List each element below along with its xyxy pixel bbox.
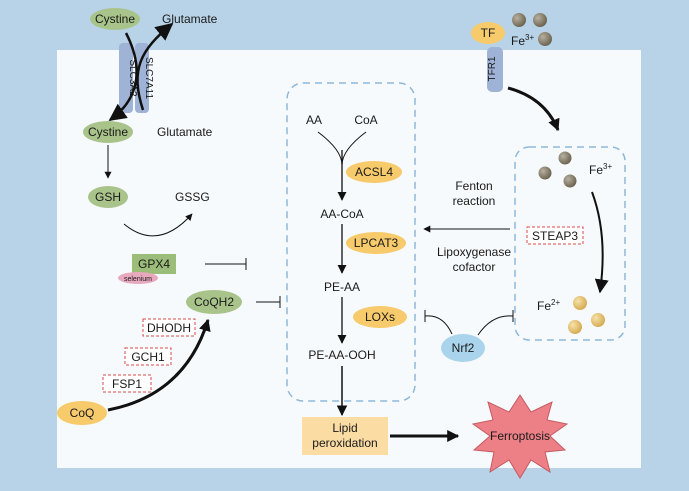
fe3-right-label: Fe3+ <box>589 162 612 177</box>
acsl4-label: ACSL4 <box>355 165 393 179</box>
nrf2-node <box>441 334 485 362</box>
nrf2-to-loxs-inhibition <box>424 315 453 335</box>
cystine-outside-node <box>90 8 140 30</box>
tfr1-receptor <box>487 47 503 92</box>
cystine-outside-label: Cystine <box>95 12 135 26</box>
tfr1-label: TFR1 <box>487 56 498 81</box>
selenium-node <box>118 272 158 284</box>
nrf2-label: Nrf2 <box>452 341 475 355</box>
fsp1-label: FSP1 <box>112 377 142 391</box>
tfr1-to-endosome-arrow <box>507 86 560 132</box>
glutamate-export-arrow <box>136 22 174 111</box>
dhodh-box <box>142 318 196 337</box>
cystine-inside-node <box>83 121 133 143</box>
endosome-fe3-ion-1 <box>538 166 552 180</box>
fe2-label: Fe2+ <box>537 298 560 313</box>
ferroptosis-burst <box>471 394 569 479</box>
loxs-label: LOXs <box>365 310 395 324</box>
tf-label: TF <box>481 26 496 40</box>
gch1-label: GCH1 <box>131 350 165 364</box>
pe-aa-label: PE-AA <box>324 280 360 294</box>
fe2-ion-2 <box>591 313 605 327</box>
endosome-box <box>514 146 626 341</box>
ferroptosis-label: Ferroptosis <box>490 429 550 443</box>
lpcat3-node <box>346 232 406 254</box>
slc7a11-label: SLC7A11 <box>143 57 154 100</box>
lipid-metabolism-box <box>286 82 416 402</box>
slc3a2-transporter <box>119 43 133 113</box>
gpx4-label: GPX4 <box>138 257 170 271</box>
fe3-ion-3 <box>538 32 552 46</box>
cystine-inside-label: Cystine <box>88 125 128 139</box>
glutamate-outside-label: Glutamate <box>162 12 218 26</box>
fe2-ion-1 <box>573 296 587 310</box>
endosome-fe3-ion-2 <box>558 151 572 165</box>
fe3-ion-1 <box>512 13 526 27</box>
dhodh-label: DHODH <box>147 321 191 335</box>
fsp1-box <box>102 374 152 393</box>
lipoxygenase-label-line2: cofactor <box>453 260 496 274</box>
coq-to-coqh2-arrow <box>107 318 211 412</box>
lipid-label-line1: Lipid <box>332 421 357 435</box>
gch1-box <box>124 347 172 366</box>
acsl4-node <box>346 161 402 183</box>
gsh-label: GSH <box>95 190 121 204</box>
aa-label: AA <box>306 113 322 127</box>
tf-node <box>471 22 505 44</box>
steap3-box <box>526 226 584 245</box>
gsh-node <box>88 186 128 208</box>
lipid-label-line2: peroxidation <box>312 436 377 450</box>
cystine-import-arrow <box>108 32 138 122</box>
lipid-peroxidation-box <box>302 417 388 455</box>
gpx4-box <box>132 254 176 274</box>
aa-coa-label: AA-CoA <box>320 207 363 221</box>
coqh2-node <box>186 290 242 314</box>
glutamate-inside-label: Glutamate <box>157 125 213 139</box>
pe-aa-ooh-label: PE-AA-OOH <box>308 348 375 362</box>
fenton-label-line1: Fenton <box>455 179 492 193</box>
selenium-label: selenium <box>124 276 152 283</box>
steap3-label: STEAP3 <box>532 229 578 243</box>
fe2-ion-3 <box>568 320 582 334</box>
fe3-to-fe2-arrow <box>591 191 609 294</box>
fe3-top-label: Fe3+ <box>511 33 534 48</box>
fenton-label-line2: reaction <box>453 194 496 208</box>
fe3-ion-2 <box>533 13 547 27</box>
lpcat3-label: LPCAT3 <box>354 236 399 250</box>
lipoxygenase-label-line1: Lipoxygenase <box>437 245 511 259</box>
slc3a2-label: SLC3A2 <box>127 59 138 97</box>
gssg-label: GSSG <box>175 190 210 204</box>
coa-label: CoA <box>354 113 377 127</box>
nrf2-to-iron-inhibition <box>477 315 514 336</box>
coqh2-label: CoQH2 <box>194 295 234 309</box>
coq-node <box>57 401 107 425</box>
coq-label: CoQ <box>70 406 95 420</box>
endosome-fe3-ion-3 <box>563 174 577 188</box>
gsh-to-gssg-arrow <box>123 213 193 237</box>
loxs-node <box>353 306 407 328</box>
